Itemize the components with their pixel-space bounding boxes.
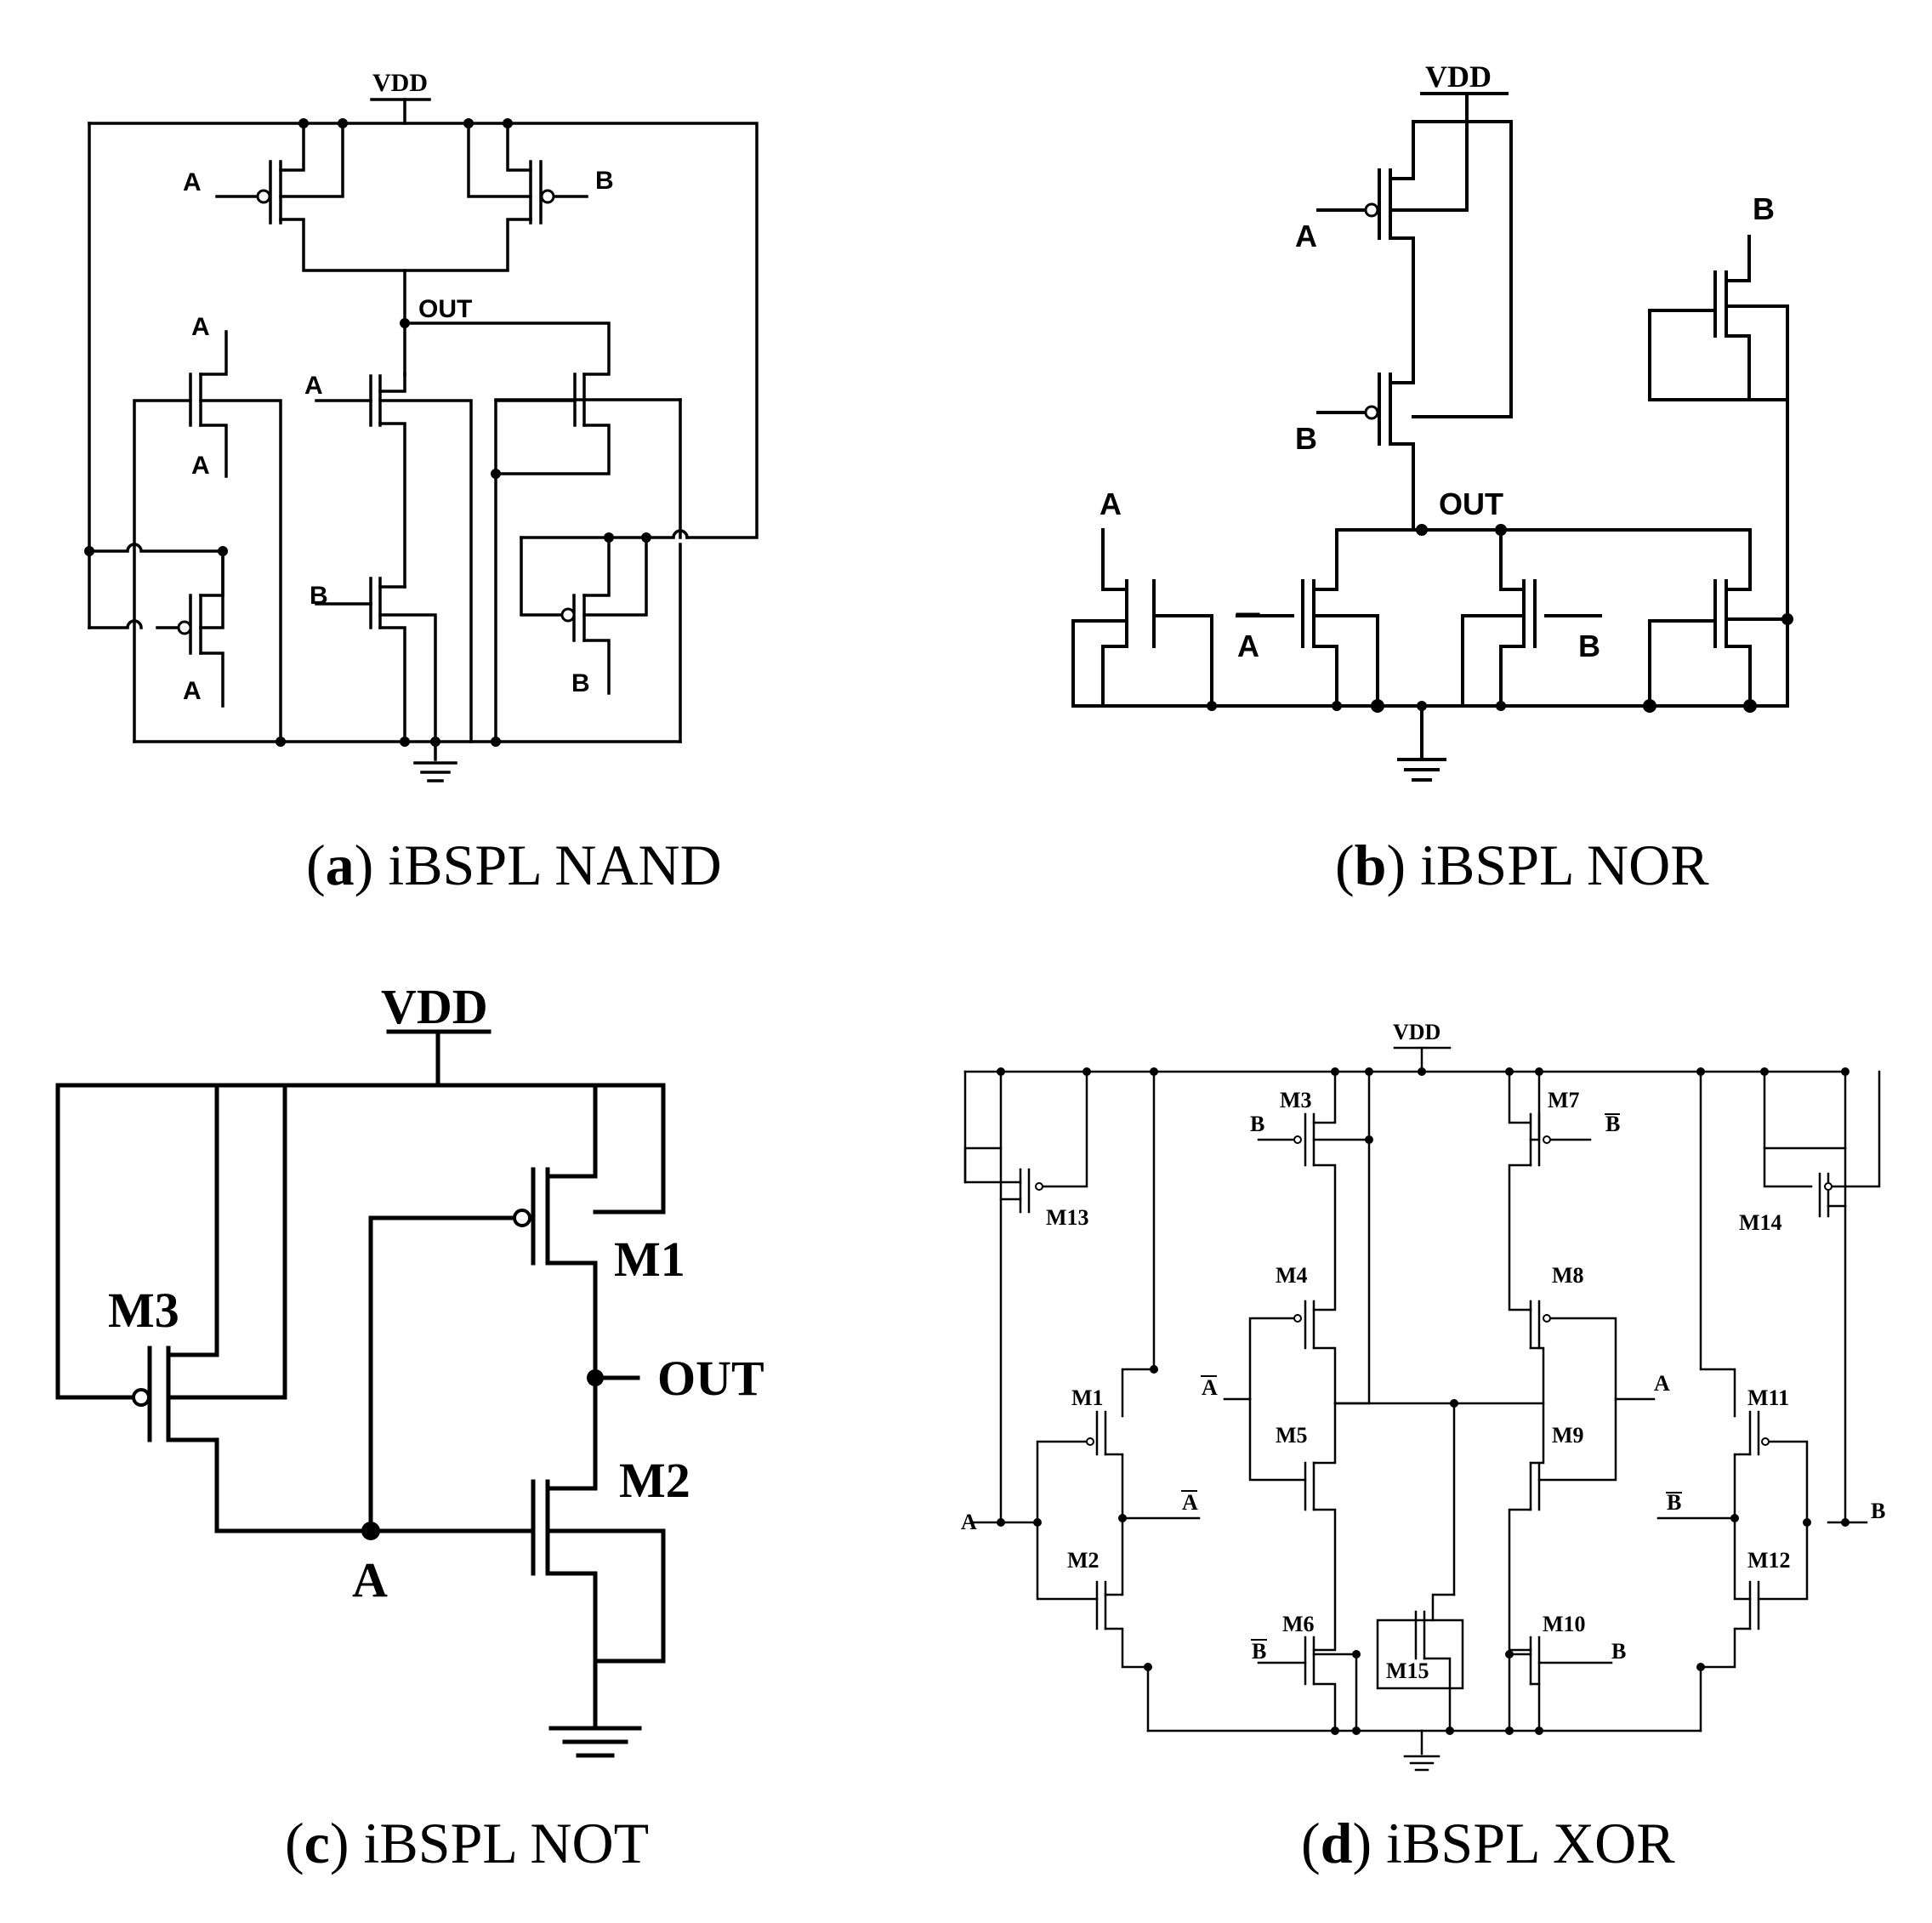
nand-pmos-a-label: A	[183, 168, 202, 196]
nor-dots	[1207, 524, 1793, 713]
xor-labels: VDD M3 M7 M4 M8 M5 M9 M6 M10 M1 M2 M11 M…	[961, 1020, 1885, 1683]
caption-c: (c) iBSPL NOT	[285, 1811, 649, 1875]
captions: (a) iBSPL NAND (b) iBSPL NOR (c) iBSPL N…	[285, 833, 1709, 1875]
caption-b-letter: b	[1355, 833, 1387, 897]
caption-a: (a) iBSPL NAND	[306, 833, 722, 897]
nand-pmos-b-label: B	[595, 167, 614, 195]
nand-out-label: OUT	[418, 295, 472, 323]
caption-d-text: iBSPL XOR	[1386, 1811, 1675, 1875]
caption-a-letter: a	[326, 833, 355, 897]
xor-m9-label: M9	[1552, 1423, 1584, 1448]
xor-m6-label: M6	[1282, 1612, 1315, 1636]
nand-labels: VDD OUT A B A A A A B B	[183, 69, 614, 705]
xor-m13-label: M13	[1046, 1205, 1089, 1230]
nand-right-bot-label: B	[571, 669, 590, 697]
xor-m6-bbar-label: B	[1252, 1639, 1266, 1664]
xor-in-b-label: B	[1871, 1499, 1885, 1523]
xor-vdd-label: VDD	[1393, 1020, 1440, 1044]
nand-left-top-label: A	[191, 313, 210, 341]
not-in-label: A	[352, 1552, 388, 1607]
xor-m3-label: M3	[1280, 1088, 1312, 1112]
not-dots	[361, 1369, 604, 1540]
xor-abar-left-label: A	[1202, 1375, 1218, 1400]
caption-b-text: iBSPL NOR	[1420, 833, 1709, 897]
xor-m15-label: M15	[1386, 1658, 1429, 1683]
nor-labels: VDD OUT A B A B A B	[1100, 60, 1775, 663]
nand-dots	[84, 118, 651, 747]
xor-m11-label: M11	[1747, 1385, 1789, 1410]
xor-dots	[997, 1067, 1850, 1735]
nor-nmos-a-label: A	[1237, 629, 1259, 663]
nand-bubbles	[177, 189, 576, 635]
xor-m14-label: M14	[1739, 1210, 1782, 1235]
caption-d: (d) iBSPL XOR	[1301, 1811, 1675, 1875]
not-out-label: OUT	[657, 1351, 764, 1406]
xor-m7-bbar-label: B	[1605, 1112, 1620, 1136]
nor-right-b-label: B	[1753, 191, 1775, 226]
xor-m3-b-label: B	[1250, 1112, 1264, 1136]
nor-vdd-label: VDD	[1425, 60, 1492, 94]
nand-left-bot-label: A	[183, 677, 202, 705]
caption-c-letter: c	[304, 1811, 330, 1875]
not-m1-label: M1	[614, 1232, 685, 1287]
nor-circuit	[1071, 92, 1789, 782]
xor-m11-bbar-label: B	[1667, 1490, 1681, 1515]
nor-pmos-b-label: B	[1295, 421, 1317, 456]
nand-nmos-a-label: A	[304, 372, 323, 400]
nand-vdd-label: VDD	[372, 69, 428, 97]
xor-m1-abar-label: A	[1182, 1490, 1198, 1515]
xor-circuit	[963, 1046, 1881, 1772]
caption-b: (b) iBSPL NOR	[1335, 833, 1709, 897]
not-labels: VDD OUT A M1 M2 M3	[108, 979, 764, 1607]
nor-left-a-label: A	[1100, 486, 1122, 521]
xor-m10-label: M10	[1543, 1612, 1586, 1636]
nor-pmos-a-label: A	[1295, 219, 1317, 253]
caption-c-text: iBSPL NOT	[364, 1811, 650, 1875]
nand-left-mid-label: A	[191, 452, 210, 480]
caption-a-text: iBSPL NAND	[388, 833, 721, 897]
caption-d-letter: d	[1321, 1811, 1353, 1875]
xor-m8-label: M8	[1552, 1263, 1584, 1288]
xor-m1-label: M1	[1071, 1385, 1104, 1410]
nor-bubbles	[1364, 202, 1379, 420]
xor-m4-label: M4	[1276, 1263, 1308, 1288]
not-vdd-label: VDD	[381, 979, 488, 1034]
nor-nmos-b-label: B	[1578, 629, 1600, 663]
xor-m5-label: M5	[1276, 1423, 1308, 1448]
xor-m7-label: M7	[1548, 1088, 1580, 1112]
xor-bubbles	[1035, 1135, 1833, 1446]
not-m2-label: M2	[619, 1453, 690, 1508]
nand-nmos-b-label: B	[310, 582, 328, 610]
xor-m12-label: M12	[1747, 1548, 1791, 1573]
not-circuit	[55, 1029, 666, 1758]
nor-out-label: OUT	[1439, 486, 1503, 521]
xor-a-right-label: A	[1654, 1371, 1670, 1396]
xor-overbars	[1181, 1113, 1682, 1641]
xor-m2-label: M2	[1067, 1548, 1100, 1573]
xor-m10-b-label: B	[1611, 1639, 1626, 1664]
nand-circuit	[88, 98, 759, 782]
not-m3-label: M3	[108, 1283, 179, 1338]
not-bubbles	[132, 1209, 531, 1407]
xor-in-a-label: A	[961, 1510, 977, 1534]
